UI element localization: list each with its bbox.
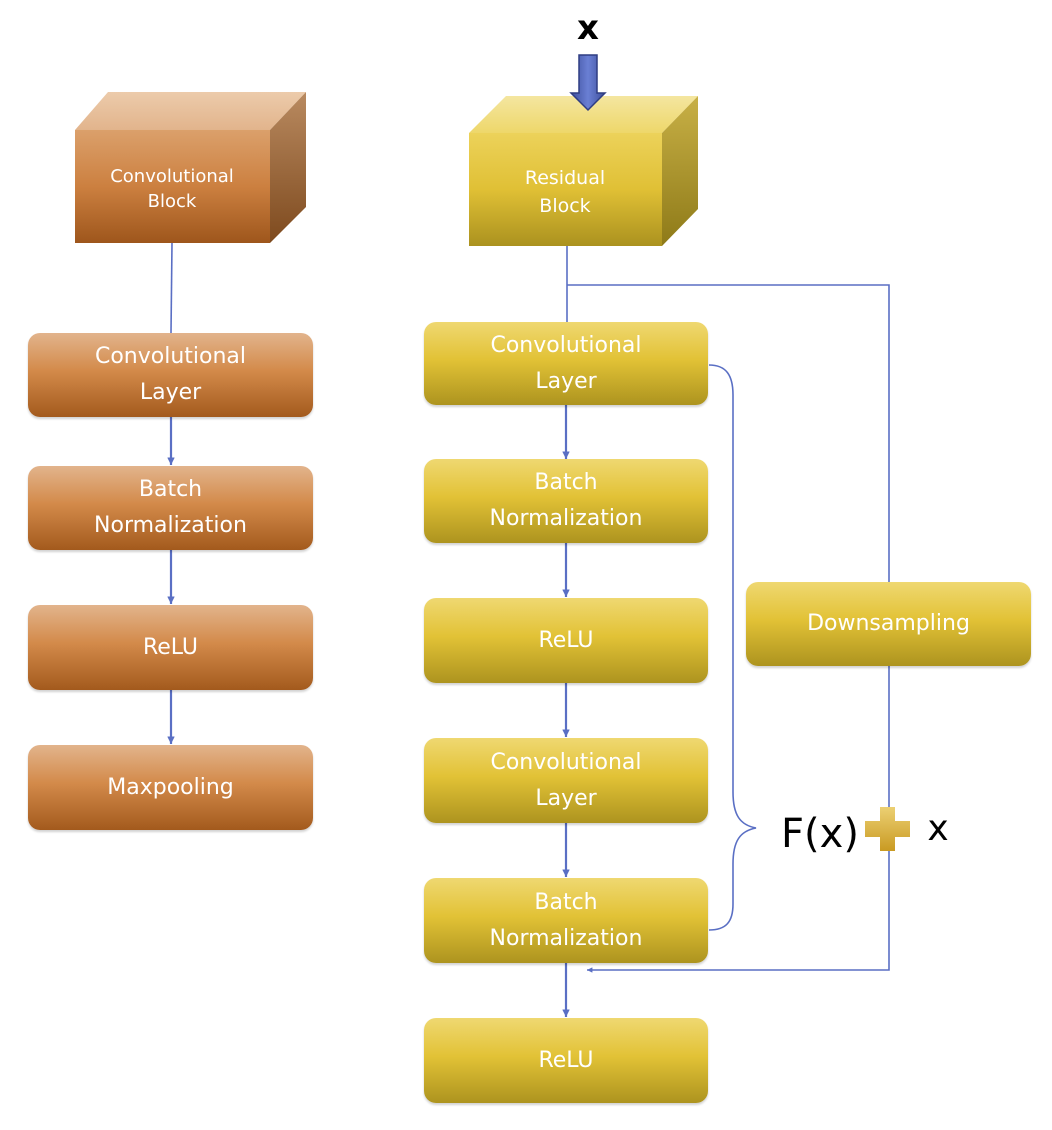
res-conv-layer-1-line1: Convolutional: [490, 332, 642, 358]
residual-block-title-line2: Block: [539, 195, 590, 217]
maxpooling-label: Maxpooling: [107, 774, 234, 800]
conv-block-title-line1: Convolutional: [110, 166, 234, 187]
conv-layer-line2: Layer: [139, 380, 202, 405]
downsampling-label: Downsampling: [807, 611, 970, 636]
connector-cube-to-conv: [170, 242, 173, 334]
residual-block-cube: Residual Block: [469, 96, 698, 246]
conv-block-cube: Convolutional Block: [75, 92, 306, 243]
res-batchnorm-1-line2: Normalization: [489, 506, 643, 531]
input-x-label: x: [577, 8, 599, 48]
res-conv-layer-2-box: Convolutional Layer: [424, 738, 708, 823]
batchnorm-box: Batch Normalization: [28, 466, 313, 550]
formula-fx: F(x): [781, 811, 859, 857]
conv-layer-line1: Convolutional: [94, 344, 247, 369]
residual-block-title-line1: Residual: [525, 167, 605, 189]
res-relu-1-box: ReLU: [424, 598, 708, 683]
downsampling-box: Downsampling: [746, 582, 1031, 666]
plus-icon: [865, 807, 910, 851]
res-relu-2-box: ReLU: [424, 1018, 708, 1103]
residual-function-brace: [708, 364, 757, 931]
res-batchnorm-2-line2: Normalization: [489, 925, 643, 951]
res-conv-layer-1-line2: Layer: [535, 368, 597, 394]
res-relu-2-label: ReLU: [538, 1047, 594, 1073]
input-arrow: [569, 54, 607, 112]
batchnorm-line1: Batch: [138, 477, 203, 502]
res-relu-1-label: ReLU: [538, 627, 594, 653]
conv-layer-box: Convolutional Layer: [28, 333, 313, 417]
relu-label: ReLU: [142, 634, 199, 660]
shortcut-path-to-downsampling: [567, 284, 890, 582]
formula-x: x: [927, 808, 948, 849]
relu-box: ReLU: [28, 605, 313, 690]
shortcut-path-from-downsampling: [587, 666, 890, 973]
res-conv-layer-1-box: Convolutional Layer: [424, 322, 708, 405]
maxpooling-box: Maxpooling: [28, 745, 313, 830]
res-conv-layer-2-line1: Convolutional: [490, 749, 642, 775]
batchnorm-line2: Normalization: [94, 513, 247, 538]
res-batchnorm-1-box: Batch Normalization: [424, 459, 708, 543]
res-batchnorm-2-box: Batch Normalization: [424, 878, 708, 963]
res-batchnorm-2-line1: Batch: [534, 889, 598, 915]
res-batchnorm-1-line1: Batch: [534, 470, 598, 495]
conv-block-title-line2: Block: [148, 191, 197, 212]
res-conv-layer-2-line2: Layer: [535, 785, 597, 811]
